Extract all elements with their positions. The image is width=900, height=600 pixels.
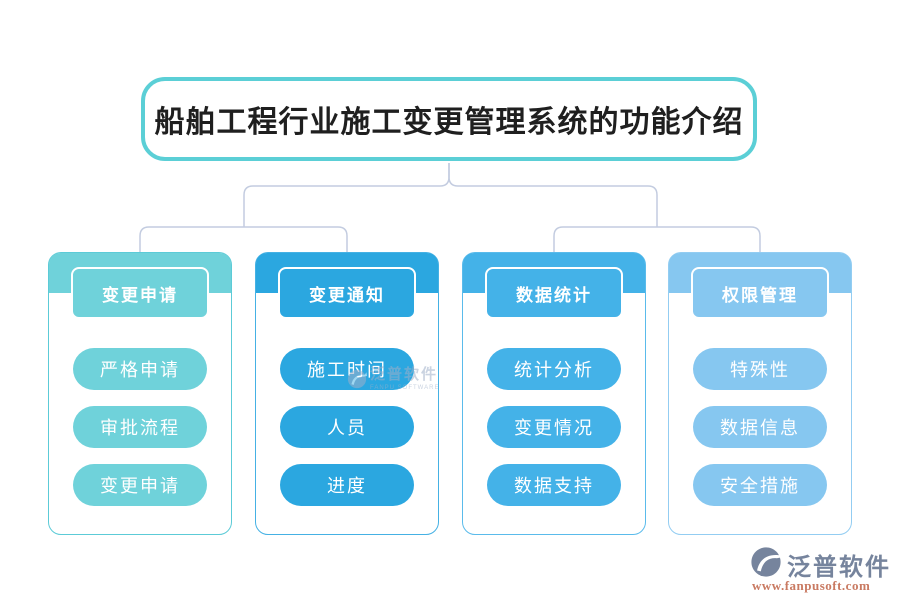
category-card-permission-management: 权限管理 特殊性 数据信息 安全措施: [668, 252, 852, 535]
feature-item: 进度: [280, 464, 414, 506]
feature-item: 严格申请: [73, 348, 207, 390]
category-card-data-statistics: 数据统计 统计分析 变更情况 数据支持: [462, 252, 646, 535]
category-header: 变更通知: [278, 267, 416, 319]
page-title: 船舶工程行业施工变更管理系统的功能介绍: [141, 77, 757, 161]
category-header: 数据统计: [485, 267, 623, 319]
brand-name: 泛普软件: [787, 555, 891, 581]
feature-item: 数据信息: [693, 406, 827, 448]
feature-item: 安全措施: [693, 464, 827, 506]
brand-logo-icon: [751, 547, 782, 577]
feature-item: 变更申请: [73, 464, 207, 506]
brand-swoosh-icon: [347, 369, 367, 389]
watermark-brand-name: 泛普软件: [370, 366, 439, 383]
category-header: 变更申请: [71, 267, 209, 319]
feature-item: 特殊性: [693, 348, 827, 390]
feature-item: 人员: [280, 406, 414, 448]
feature-item: 变更情况: [487, 406, 621, 448]
brand-website: www.fanpusoft.com: [752, 578, 871, 593]
category-header: 权限管理: [691, 267, 829, 319]
watermark-brand-subtitle: FANPU SOFTWARE: [370, 385, 440, 391]
category-card-change-notice: 变更通知 施工时间 人员 进度: [255, 252, 439, 535]
connector-lines: [139, 163, 761, 252]
feature-item: 数据支持: [487, 464, 621, 506]
feature-item: 审批流程: [73, 406, 207, 448]
watermark-text: 泛普软件 FANPU SOFTWARE: [370, 367, 439, 391]
feature-item: 统计分析: [487, 348, 621, 390]
feature-item: 施工时间: [280, 348, 414, 390]
category-card-change-request: 变更申请 严格申请 审批流程 变更申请: [48, 252, 232, 535]
brand-logo: 泛普软件 www.fanpusoft.com: [750, 546, 892, 594]
watermark: 泛普软件 FANPU SOFTWARE: [347, 367, 439, 391]
